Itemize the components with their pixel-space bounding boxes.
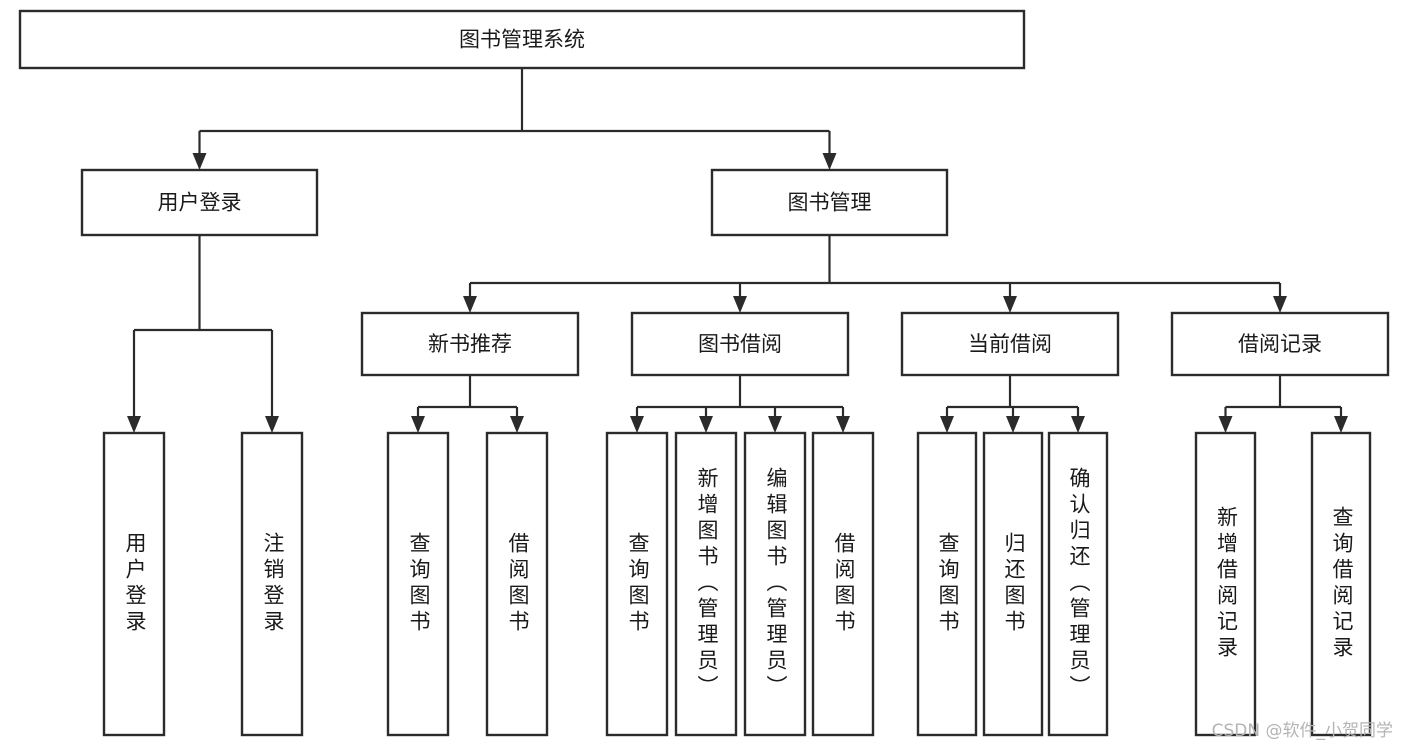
arrowhead-edge-borrow-to-leaves-3 bbox=[836, 416, 850, 433]
arrowhead-edge-userlogin-to-leaves-1 bbox=[265, 416, 279, 433]
node-leaf-query-book-3[interactable]: 查询图书 bbox=[916, 431, 978, 737]
arrowhead-edge-userlogin-to-leaves-0 bbox=[127, 416, 141, 433]
node-box-leaf-add-record[interactable] bbox=[1194, 431, 1257, 737]
node-box-current-borrow[interactable] bbox=[900, 311, 1120, 377]
node-label-leaf-query-book-2: 查询图书 bbox=[626, 532, 650, 636]
node-label-current-borrow: 当前借阅 bbox=[968, 332, 1052, 356]
node-label-root: 图书管理系统 bbox=[459, 28, 585, 52]
node-box-leaf-borrow-book-2[interactable] bbox=[811, 431, 875, 737]
node-leaf-add-book[interactable]: 新增图书（管理员） bbox=[674, 431, 738, 737]
node-box-borrow-record[interactable] bbox=[1170, 311, 1390, 377]
edge-root-to-level2 bbox=[192, 68, 837, 170]
node-box-leaf-user-login[interactable] bbox=[102, 431, 166, 737]
node-box-user-login[interactable] bbox=[80, 168, 319, 237]
node-box-leaf-query-record[interactable] bbox=[1310, 431, 1372, 737]
node-label-book-manage: 图书管理 bbox=[788, 191, 872, 215]
node-box-leaf-edit-book[interactable] bbox=[743, 431, 807, 737]
node-label-leaf-return-book: 归还图书 bbox=[1002, 532, 1026, 636]
edges-layer bbox=[127, 68, 1348, 433]
node-leaf-add-record[interactable]: 新增借阅记录 bbox=[1194, 431, 1257, 737]
node-leaf-logout[interactable]: 注销登录 bbox=[240, 431, 304, 737]
node-box-leaf-borrow-book-1[interactable] bbox=[485, 431, 549, 737]
node-label-leaf-add-record: 新增借阅记录 bbox=[1215, 506, 1239, 662]
node-leaf-user-login[interactable]: 用户登录 bbox=[102, 431, 166, 737]
node-book-manage[interactable]: 图书管理 bbox=[710, 168, 949, 237]
arrowhead-edge-current-to-leaves-0 bbox=[940, 416, 954, 433]
nodes-layer: 图书管理系统用户登录图书管理新书推荐图书借阅当前借阅借阅记录用户登录注销登录查询… bbox=[18, 9, 1390, 737]
edge-userlogin-to-leaves bbox=[127, 235, 279, 433]
node-label-leaf-borrow-book-1: 借阅图书 bbox=[506, 532, 530, 636]
node-box-leaf-query-book-3[interactable] bbox=[916, 431, 978, 737]
edge-recommend-to-leaves bbox=[411, 375, 524, 433]
node-label-new-book-recommend: 新书推荐 bbox=[428, 332, 512, 356]
node-label-borrow-record: 借阅记录 bbox=[1238, 332, 1322, 356]
node-label-leaf-query-book-1: 查询图书 bbox=[407, 532, 431, 636]
node-box-leaf-confirm-return[interactable] bbox=[1047, 431, 1109, 737]
node-label-leaf-query-book-3: 查询图书 bbox=[936, 532, 960, 636]
arrowhead-edge-current-to-leaves-2 bbox=[1071, 416, 1085, 433]
arrowhead-edge-recommend-to-leaves-1 bbox=[510, 416, 524, 433]
node-leaf-query-book-2[interactable]: 查询图书 bbox=[605, 431, 669, 737]
edge-borrow-to-leaves bbox=[630, 375, 850, 433]
node-leaf-query-book-1[interactable]: 查询图书 bbox=[386, 431, 450, 737]
arrowhead-edge-recommend-to-leaves-0 bbox=[411, 416, 425, 433]
node-box-leaf-logout[interactable] bbox=[240, 431, 304, 737]
arrowhead-edge-bookmanage-to-level3-0 bbox=[463, 296, 477, 313]
node-book-borrow[interactable]: 图书借阅 bbox=[630, 311, 850, 377]
node-box-leaf-query-book-2[interactable] bbox=[605, 431, 669, 737]
arrowhead-edge-root-to-level2-0 bbox=[192, 153, 207, 170]
edge-current-to-leaves bbox=[940, 375, 1085, 433]
node-user-login[interactable]: 用户登录 bbox=[80, 168, 319, 237]
node-root[interactable]: 图书管理系统 bbox=[18, 9, 1026, 70]
edge-bookmanage-to-level3 bbox=[463, 235, 1287, 313]
arrowhead-edge-borrow-to-leaves-1 bbox=[699, 416, 713, 433]
node-box-leaf-return-book[interactable] bbox=[982, 431, 1044, 737]
node-box-book-manage[interactable] bbox=[710, 168, 949, 237]
node-borrow-record[interactable]: 借阅记录 bbox=[1170, 311, 1390, 377]
node-leaf-confirm-return[interactable]: 确认归还（管理员） bbox=[1047, 431, 1109, 737]
node-label-leaf-borrow-book-2: 借阅图书 bbox=[832, 532, 856, 636]
node-label-leaf-confirm-return: 确认归还（管理员） bbox=[1067, 467, 1091, 701]
node-label-leaf-user-login: 用户登录 bbox=[123, 532, 147, 636]
node-box-new-book-recommend[interactable] bbox=[360, 311, 580, 377]
arrowhead-edge-record-to-leaves-1 bbox=[1334, 416, 1348, 433]
arrowhead-edge-bookmanage-to-level3-2 bbox=[1003, 296, 1017, 313]
edge-record-to-leaves bbox=[1218, 375, 1348, 433]
node-label-book-borrow: 图书借阅 bbox=[698, 332, 782, 356]
arrowhead-edge-bookmanage-to-level3-1 bbox=[733, 296, 747, 313]
node-leaf-query-record[interactable]: 查询借阅记录 bbox=[1310, 431, 1372, 737]
node-box-root[interactable] bbox=[18, 9, 1026, 70]
node-box-leaf-add-book[interactable] bbox=[674, 431, 738, 737]
arrowhead-edge-bookmanage-to-level3-3 bbox=[1273, 296, 1287, 313]
node-label-leaf-edit-book: 编辑图书（管理员） bbox=[764, 467, 788, 701]
node-current-borrow[interactable]: 当前借阅 bbox=[900, 311, 1120, 377]
node-label-leaf-logout: 注销登录 bbox=[261, 532, 285, 636]
node-label-leaf-query-record: 查询借阅记录 bbox=[1330, 506, 1354, 662]
node-label-leaf-add-book: 新增图书（管理员） bbox=[695, 467, 719, 701]
arrowhead-edge-record-to-leaves-0 bbox=[1218, 416, 1233, 433]
node-box-leaf-query-book-1[interactable] bbox=[386, 431, 450, 737]
node-leaf-edit-book[interactable]: 编辑图书（管理员） bbox=[743, 431, 807, 737]
arrowhead-edge-borrow-to-leaves-2 bbox=[768, 416, 782, 433]
node-leaf-return-book[interactable]: 归还图书 bbox=[982, 431, 1044, 737]
arrowhead-edge-borrow-to-leaves-0 bbox=[630, 416, 644, 433]
arrowhead-edge-root-to-level2-1 bbox=[822, 153, 837, 170]
node-leaf-borrow-book-2[interactable]: 借阅图书 bbox=[811, 431, 875, 737]
node-new-book-recommend[interactable]: 新书推荐 bbox=[360, 311, 580, 377]
node-box-book-borrow[interactable] bbox=[630, 311, 850, 377]
arrowhead-edge-current-to-leaves-1 bbox=[1006, 416, 1020, 433]
node-leaf-borrow-book-1[interactable]: 借阅图书 bbox=[485, 431, 549, 737]
node-label-user-login: 用户登录 bbox=[158, 191, 242, 215]
